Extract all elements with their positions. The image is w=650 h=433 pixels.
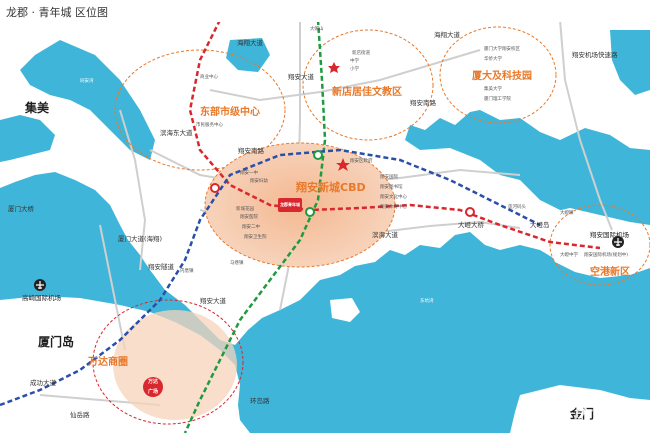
- metro-line-green: [183, 19, 327, 433]
- zone-wanda-fill: [113, 310, 237, 420]
- land-islet: [330, 298, 360, 322]
- road-label: 海翔大道: [237, 39, 263, 47]
- road-label: 成功大道: [30, 379, 56, 387]
- poi-label: 翔安二中: [242, 225, 260, 230]
- star-icon: [328, 62, 340, 73]
- watermark: 房天下: [574, 398, 634, 422]
- road-label: 厦门大道(海翔): [118, 235, 163, 243]
- poi-label: 翔安国际: [380, 175, 398, 180]
- label-airport-newarea: 空港新区: [590, 267, 630, 278]
- inlet-center-north: [226, 38, 270, 72]
- poi-label: 翔安文化中心: [380, 195, 407, 200]
- poi-label: 集美大学: [484, 87, 502, 92]
- page-title: 龙郡 · 青年城 区位图: [6, 6, 108, 19]
- road-label: 翔安大道: [200, 297, 226, 305]
- inlet-northeast: [610, 30, 650, 95]
- road-label: 滨海大道: [372, 231, 398, 239]
- road-label: 翔安机场快速路: [572, 51, 618, 59]
- poi-label: 翔安一中: [240, 171, 258, 176]
- poi-label: 中学: [350, 59, 359, 64]
- label-jimei: 集美: [25, 101, 50, 115]
- zone-wanda: [92, 299, 244, 425]
- star-icon: [336, 158, 350, 171]
- station-1: [210, 183, 220, 193]
- road-label: 厦门大桥: [8, 205, 34, 213]
- poi-label: 大嶝镇: [560, 211, 574, 216]
- road-label: 大嶝大桥: [458, 221, 484, 229]
- label-gaoqi-airport: 高崎国际机场: [22, 294, 61, 302]
- land-jinmen: [510, 385, 650, 433]
- station-3: [305, 207, 315, 217]
- zone-xindian: [302, 29, 434, 141]
- poi-label: 大帽山: [310, 27, 324, 32]
- land-dadeng-island: [540, 208, 650, 278]
- airplane-icon: [612, 236, 624, 248]
- label-xiada: 厦大及科技园: [472, 71, 532, 82]
- header-bar: 龙郡 · 青年城 区位图: [0, 0, 650, 22]
- poi-label: 翔安图书馆: [380, 185, 403, 190]
- inlet-east: [500, 128, 565, 170]
- zone-xiada: [439, 26, 557, 124]
- poi-label: 翔安国际机场(规划中): [584, 253, 629, 258]
- label-xiangan-airport: 翔安国际机场: [590, 231, 629, 239]
- poi-label: 大嶝中学: [560, 253, 578, 258]
- road-label: 翔安南路: [410, 99, 436, 107]
- poi-label: 翔安医院: [240, 215, 258, 220]
- poi-label: 市民服务中心: [196, 123, 223, 128]
- airplane-icon-gaoqi: [34, 279, 46, 291]
- poi-label: 莲河码头: [508, 205, 526, 210]
- road-label: 大嶝岛: [530, 221, 550, 229]
- wanda-plaza-marker[interactable]: 万达 广场: [143, 377, 163, 397]
- inlet-west: [0, 115, 55, 162]
- road-label: 翔安大道: [288, 73, 314, 81]
- project-name: 龙郡青年城: [280, 202, 300, 207]
- road-label: 环岛路: [250, 397, 270, 405]
- poi-label: 翔安体育中心: [380, 205, 407, 210]
- road-label: 翔安南路: [238, 147, 264, 155]
- road-network: [39, 19, 613, 406]
- poi-label: 翔安区政府: [350, 159, 373, 164]
- poi-label: 华侨大学: [484, 57, 502, 62]
- poi-label: 新店街道: [352, 51, 370, 56]
- project-marker[interactable]: 龙郡青年城: [278, 198, 302, 212]
- zone-airport: [549, 204, 650, 286]
- poi-label: 翔安妇幼: [250, 179, 268, 184]
- poi-label: 厦门大学翔安校区: [484, 47, 520, 52]
- station-4: [465, 207, 475, 217]
- label-xiamen-island: 厦门岛: [38, 335, 75, 349]
- label-jinmen: 金门: [570, 407, 595, 421]
- station-2: [313, 150, 323, 160]
- poi-label: 内厝镇: [180, 269, 194, 274]
- zone-east-city: [114, 49, 286, 171]
- label-wanda-circle: 万达商圈: [88, 357, 128, 368]
- label-east-city-center: 东部市级中心: [200, 107, 260, 118]
- poi-label: 翔安卫生院: [244, 235, 267, 240]
- poi-label: 小学: [350, 67, 359, 72]
- label-xiangan-cbd: 翔安新城CBD: [296, 181, 366, 194]
- inlet-tongan-bay: [20, 40, 155, 160]
- road-label: 翔安隧道: [148, 263, 174, 271]
- road-label: 仙岳路: [70, 411, 90, 419]
- road-label: 海翔大道: [434, 31, 460, 39]
- poi-label: 新城花园: [236, 207, 254, 212]
- poi-label: 厦门理工学院: [484, 97, 511, 102]
- poi-label: 东坑湾: [420, 299, 434, 304]
- poi-label: 商业中心: [200, 75, 218, 80]
- label-xindian-edu: 新店居佳文教区: [332, 87, 402, 98]
- poi-label: 马巷镇: [230, 261, 244, 266]
- poi-label: 同安湾: [80, 79, 94, 84]
- road-label: 滨海东大道: [160, 129, 193, 137]
